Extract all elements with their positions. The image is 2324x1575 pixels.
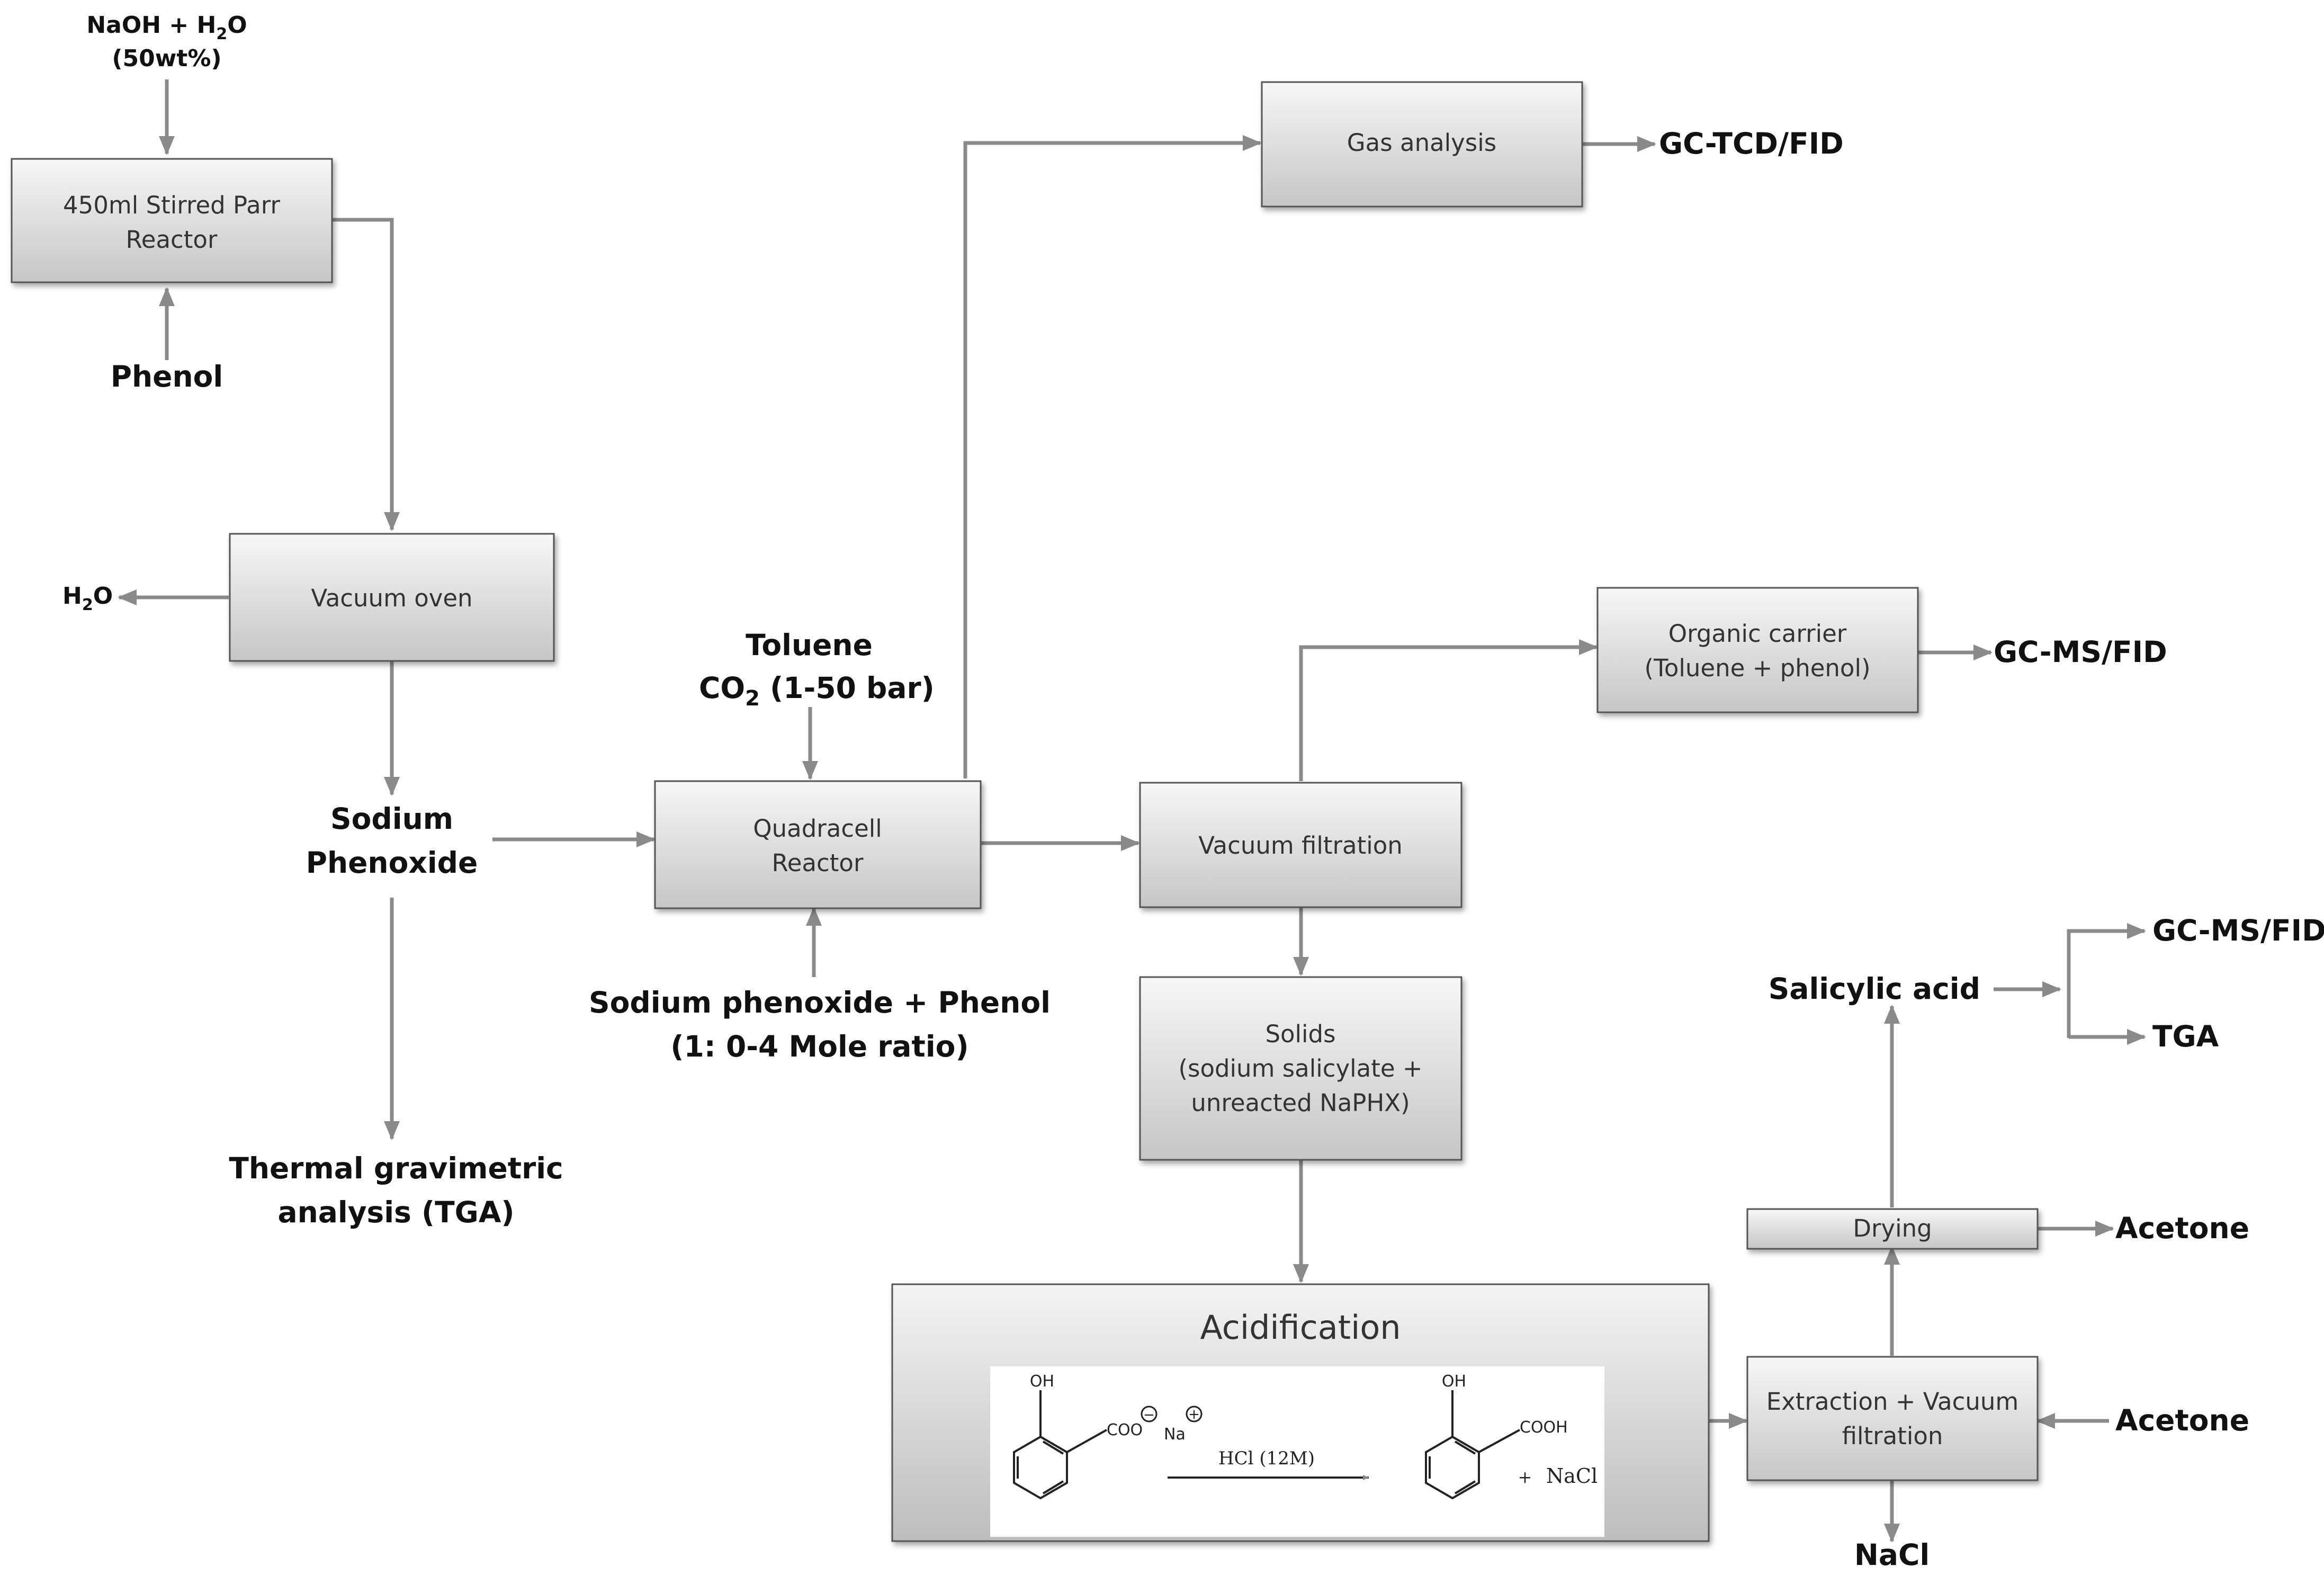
sodium-phenoxide-label-1: Sodium: [330, 802, 453, 836]
toluene-label: Toluene: [746, 628, 873, 662]
plus-charge-icon: [1186, 1406, 1203, 1422]
arrow-parr-to-vacuum-oven: [331, 218, 400, 531]
phenol-label: Phenol: [111, 360, 223, 393]
arrow-vacuum-filtration-to-organic-carrier: [1299, 639, 1598, 781]
sodium-phenoxide-label-2: Phenoxide: [306, 846, 478, 880]
salicylic-acid-structure: [1425, 1390, 1520, 1500]
co2-label: CO2 (1-50 bar): [699, 671, 935, 711]
oh-left-label: OH: [1030, 1372, 1054, 1391]
gc-ms-fid-label-1: GC-MS/FID: [1994, 635, 2167, 669]
naoh-label: NaOH + H2O: [86, 12, 247, 43]
minus-charge-icon: [1141, 1406, 1157, 1422]
parr-reactor-box: [11, 158, 333, 283]
nacl-product-label: NaCl: [1546, 1464, 1598, 1488]
tga-label-2: analysis (TGA): [277, 1195, 514, 1229]
extraction-box: [1746, 1356, 2039, 1481]
gc-tcd-fid-label: GC-TCD/FID: [1659, 127, 1844, 160]
vacuum-oven-box: [229, 533, 555, 662]
quadracell-label-2: Reactor: [772, 849, 864, 877]
gc-ms-fid-label-2: GC-MS/FID: [2152, 914, 2324, 947]
oh-right-label: OH: [1442, 1372, 1466, 1391]
organic-carrier-box: [1596, 587, 1919, 713]
na-left-label: Na: [1164, 1425, 1186, 1444]
coo-left-label: COO: [1107, 1421, 1143, 1439]
extraction-label-1: Extraction + Vacuum: [1766, 1388, 2019, 1416]
plus-sign: +: [1518, 1467, 1532, 1487]
nacl-label: NaCl: [1854, 1538, 1930, 1572]
drying-box: [1746, 1208, 2039, 1250]
parr-reactor-label-2: Reactor: [126, 226, 218, 254]
reagent-label: HCl (12M): [1218, 1448, 1315, 1469]
solids-label-1: Solids: [1265, 1020, 1335, 1048]
naoh-concentration-label: (50wt%): [112, 45, 221, 72]
tga-result-label: TGA: [2152, 1019, 2219, 1053]
organic-carrier-label-2: (Toluene + phenol): [1644, 654, 1870, 682]
reaction-scheme: OH COO Na − + HCl (12M) OH COOH + NaCl: [990, 1366, 1604, 1537]
feed-label-2: (1: 0-4 Mole ratio): [670, 1030, 968, 1063]
acetone-drying-label: Acetone: [2115, 1211, 2249, 1245]
solids-label-2: (sodium salicylate +: [1178, 1054, 1422, 1082]
vacuum-filtration-label: Vacuum filtration: [1198, 831, 1403, 860]
reaction-panel: [990, 1366, 1604, 1537]
gas-analysis-label: Gas analysis: [1347, 129, 1496, 157]
arrow-quadracell-to-gas-analysis: [963, 135, 1262, 778]
feed-label-1: Sodium phenoxide + Phenol: [589, 986, 1051, 1019]
quadracell-reactor-box: [654, 780, 982, 909]
solids-label-3: unreacted NaPHX): [1191, 1089, 1410, 1117]
acidification-title: Acidification: [1200, 1308, 1401, 1347]
vacuum-filtration-box: [1139, 782, 1462, 908]
organic-carrier-label-1: Organic carrier: [1668, 620, 1847, 648]
drying-label: Drying: [1853, 1214, 1932, 1242]
parr-reactor-label-1: 450ml Stirred Parr: [63, 191, 280, 219]
cooh-right-label: COOH: [1520, 1418, 1568, 1437]
vacuum-oven-label: Vacuum oven: [311, 584, 472, 612]
plus-charge-label: +: [1188, 1407, 1200, 1422]
extraction-label-2: filtration: [1842, 1422, 1943, 1450]
quadracell-label-1: Quadracell: [753, 815, 882, 843]
sodium-salicylate-structure: [1013, 1390, 1107, 1500]
solids-box: [1139, 976, 1462, 1161]
tga-label-1: Thermal gravimetric: [229, 1151, 563, 1185]
minus-charge-label: −: [1143, 1407, 1155, 1423]
gas-analysis-box: [1261, 81, 1583, 208]
arrow-split-to-gc-ms: [2067, 923, 2146, 1038]
salicylic-acid-label: Salicylic acid: [1769, 972, 1980, 1006]
h2o-label: H2O: [62, 583, 113, 614]
acetone-extraction-label: Acetone: [2115, 1403, 2249, 1437]
